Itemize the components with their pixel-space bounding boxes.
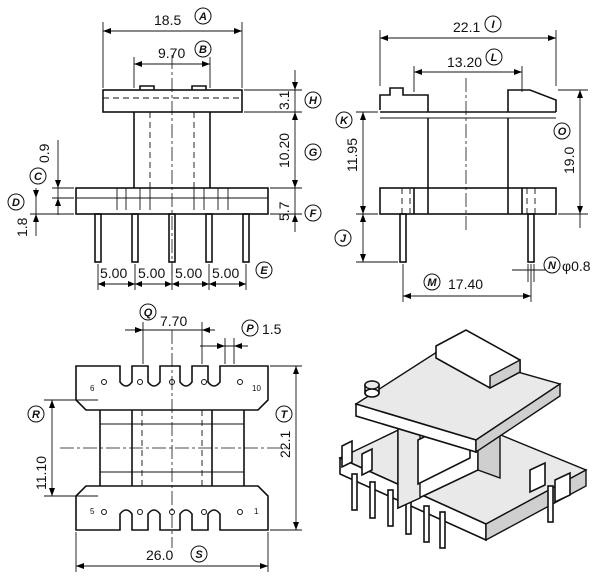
dim-I-letter: I — [491, 19, 495, 31]
side-view: 22.1 I 13.20 L 11.95 K — [334, 15, 591, 302]
isometric-view — [338, 329, 588, 549]
dim-L: 13.20 L — [413, 48, 523, 92]
dim-J-letter: J — [340, 233, 347, 245]
dim-P: P 1.5 — [200, 319, 282, 364]
dim-B-value: 9.70 — [158, 45, 185, 61]
dim-R: 11.10 R — [27, 399, 98, 497]
dim-B-letter: B — [199, 44, 207, 56]
top-view: 6 10 5 1 7.70 Q P — [27, 303, 302, 572]
dim-E-value-2: 5.00 — [138, 265, 165, 281]
dim-G: 10.20 G — [276, 133, 322, 168]
dim-Q-letter: Q — [144, 307, 153, 319]
dim-E: 5.00 5.00 5.00 5.00 E — [97, 261, 273, 290]
dim-N-value: φ0.8 — [562, 258, 591, 274]
dim-G-letter: G — [309, 147, 318, 159]
dim-E-value-4: 5.00 — [212, 265, 239, 281]
dim-K: 11.95 K — [335, 111, 378, 215]
dim-S-letter: S — [195, 549, 203, 561]
dim-K-letter: K — [340, 115, 349, 127]
dim-Q-value: 7.70 — [160, 313, 187, 329]
front-view: 18.5 A 9.70 B 3.1 H 10.20 G — [7, 7, 322, 290]
dim-A: 18.5 A — [102, 7, 243, 88]
pin-label-5: 5 — [90, 507, 95, 516]
dim-Q: 7.70 Q — [125, 303, 215, 364]
dim-O: 19.0 O — [553, 89, 588, 228]
dim-E-value-3: 5.00 — [175, 265, 202, 281]
dim-S: 26.0 S — [75, 532, 269, 572]
dim-I-value: 22.1 — [453, 19, 480, 35]
dim-M-value: 17.40 — [448, 276, 483, 292]
dim-D: 1.8 D — [7, 188, 74, 237]
dim-A-letter: A — [198, 11, 207, 23]
dim-C-value: 0.9 — [36, 143, 52, 163]
dim-F-letter: F — [310, 208, 317, 220]
dim-C: 0.9 C — [29, 140, 74, 215]
dim-F-value: 5.7 — [276, 201, 292, 221]
dim-R-value: 11.10 — [33, 456, 49, 490]
side-pin-right — [527, 213, 535, 263]
dim-T-letter: T — [281, 409, 289, 421]
dim-N: N φ0.8 — [512, 256, 591, 282]
dim-P-value: 1.5 — [262, 321, 282, 337]
dim-P-letter: P — [246, 323, 254, 335]
dim-M-letter: M — [427, 277, 437, 289]
dim-H-value: 3.1 — [276, 90, 292, 110]
front-pins — [94, 213, 250, 263]
dim-D-letter: D — [12, 197, 20, 209]
dim-F: 5.7 F — [276, 201, 322, 222]
dim-O-value: 19.0 — [561, 147, 577, 174]
dim-D-value: 1.8 — [14, 217, 30, 237]
dim-H-letter: H — [309, 95, 318, 107]
dim-A-value: 18.5 — [154, 12, 181, 28]
pin-label-6: 6 — [90, 384, 95, 393]
dim-E-letter: E — [260, 265, 268, 277]
isometric-pins — [351, 473, 554, 549]
side-pin-left — [399, 213, 407, 263]
dim-L-letter: L — [491, 52, 498, 64]
dim-I: 22.1 I — [379, 15, 557, 86]
dim-T: 22.1 T — [270, 365, 302, 531]
dim-R-letter: R — [32, 409, 40, 421]
dim-H: 3.1 H — [276, 90, 322, 110]
dim-G-value: 10.20 — [276, 133, 292, 168]
dim-T-value: 22.1 — [277, 431, 293, 458]
dim-K-value: 11.95 — [344, 138, 360, 172]
top-view-pin-holes — [101, 379, 243, 515]
dim-O-letter: O — [558, 126, 567, 138]
pin-label-1: 1 — [254, 507, 259, 516]
dim-N-letter: N — [548, 260, 557, 272]
dim-B: 9.70 B — [133, 40, 212, 88]
dim-S-value: 26.0 — [146, 547, 173, 563]
dim-E-value-1: 5.00 — [100, 265, 127, 281]
dim-J: J — [334, 214, 398, 263]
pin-label-10: 10 — [252, 384, 261, 393]
dim-L-value: 13.20 — [447, 54, 482, 70]
dim-M: 17.40 M — [402, 264, 532, 302]
dim-C-letter: C — [34, 171, 43, 183]
